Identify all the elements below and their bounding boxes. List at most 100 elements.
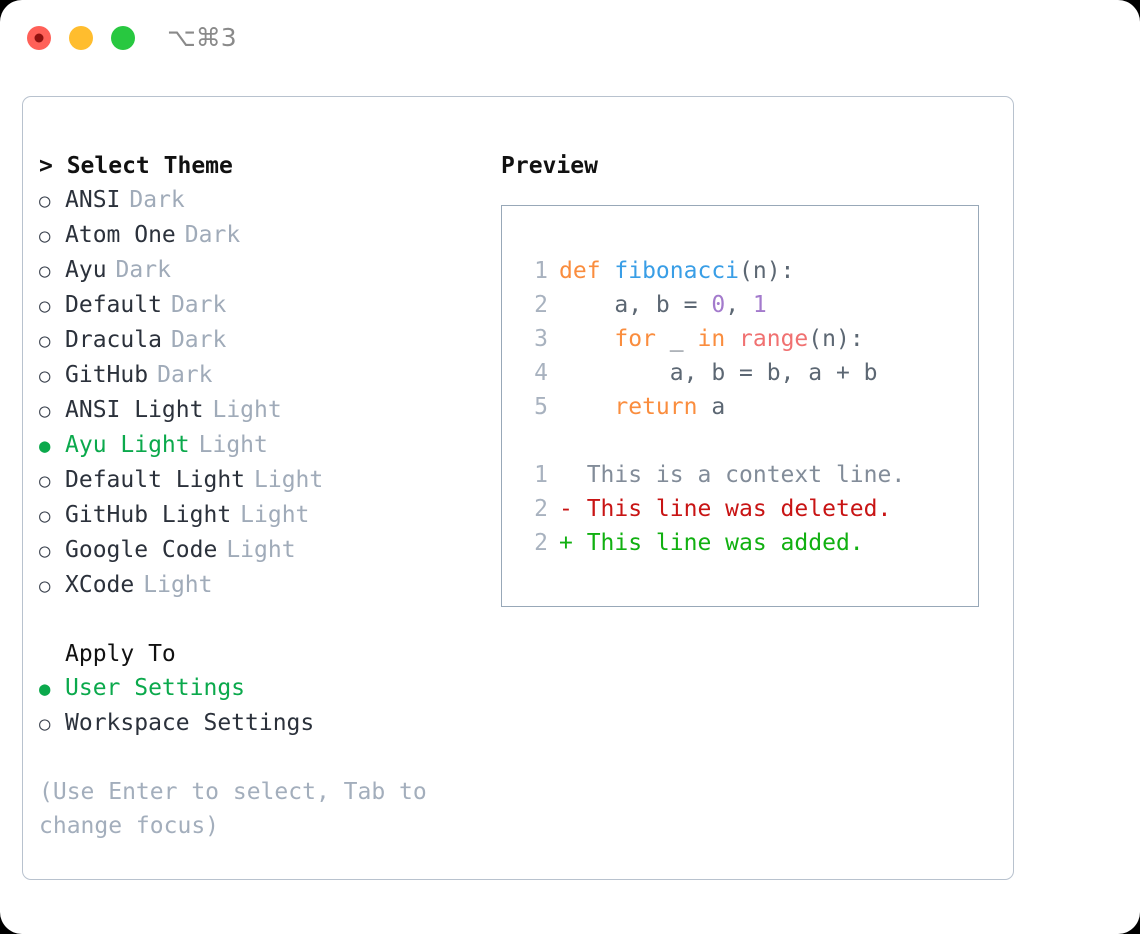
theme-option-label: ANSI Light [65, 397, 204, 423]
diff-line: 1 This is a context line. [520, 458, 978, 492]
theme-option-label: Ayu Light [65, 432, 190, 458]
theme-option-atom-one[interactable]: ○ Atom One Dark [39, 218, 479, 253]
apply-to-header: Apply To [65, 641, 176, 667]
code-token: a, b = b, a + b [559, 360, 878, 386]
code-line-text: def fibonacci(n): [559, 254, 794, 288]
code-diff-separator [520, 424, 978, 458]
diff-sample: 1 This is a context line.2- This line wa… [520, 458, 978, 560]
theme-variant-badge: Light [240, 502, 310, 528]
keyboard-shortcut-label: ⌥⌘3 [167, 23, 237, 52]
code-token: (n): [739, 258, 795, 284]
line-number: 2 [534, 292, 548, 318]
theme-variant-badge: Dark [184, 222, 241, 248]
theme-variant-badge: Light [226, 537, 296, 563]
theme-option-label: Ayu [65, 257, 107, 283]
theme-option-github-light[interactable]: ○ GitHub Light Light [39, 498, 479, 533]
diff-line: 2+ This line was added. [520, 526, 978, 560]
traffic-light-group [27, 26, 135, 50]
apply-to-option-list: ● User Settings ○Workspace Settings [39, 671, 479, 741]
radio-unselected-icon: ○ [39, 575, 51, 597]
radio-unselected-icon: ○ [39, 470, 51, 492]
apply-to-option-user-settings[interactable]: ● User Settings [39, 671, 479, 706]
theme-variant-badge: Light [254, 467, 324, 493]
line-number: 1 [534, 462, 548, 488]
line-number: 2 [534, 496, 548, 522]
code-token: , [725, 292, 753, 318]
close-window-button[interactable] [27, 26, 51, 50]
code-line-text: for _ in range(n): [559, 322, 864, 356]
code-token: a, b = [559, 292, 712, 318]
diff-line-text: + This line was added. [559, 530, 864, 556]
select-theme-header: > Select Theme [39, 153, 233, 179]
radio-unselected-icon: ○ [39, 190, 51, 212]
code-token [725, 326, 739, 352]
theme-option-label: XCode [65, 572, 135, 598]
theme-option-label: Dracula [65, 327, 162, 353]
line-number: 3 [534, 326, 548, 352]
theme-option-label: ANSI [65, 187, 121, 213]
code-token [559, 326, 614, 352]
radio-unselected-icon: ○ [39, 225, 51, 247]
apply-to-option-workspace-settings[interactable]: ○Workspace Settings [39, 706, 479, 741]
diff-line: 2- This line was deleted. [520, 492, 978, 526]
minimize-window-button[interactable] [69, 26, 93, 50]
code-token: 1 [752, 292, 767, 318]
code-token [559, 394, 614, 420]
code-token: return [614, 394, 698, 420]
code-token: a [697, 394, 726, 420]
theme-variant-badge: Dark [170, 327, 227, 353]
code-line: 2 a, b = 0, 1 [520, 288, 978, 322]
theme-option-ansi-light[interactable]: ○ ANSI Light Light [39, 393, 479, 428]
section-spacer [39, 603, 479, 637]
diff-line-text: This is a context line. [559, 462, 906, 488]
code-line: 4 a, b = b, a + b [520, 356, 978, 390]
maximize-window-button[interactable] [111, 26, 135, 50]
code-token: (n): [808, 326, 864, 352]
line-number: 4 [534, 360, 548, 386]
code-line-text: a, b = 0, 1 [559, 288, 767, 322]
theme-variant-badge: Dark [115, 257, 171, 283]
code-line-text: a, b = b, a + b [559, 356, 878, 390]
code-token: _ [655, 326, 698, 352]
code-token: range [739, 326, 809, 352]
radio-unselected-icon: ○ [39, 260, 51, 282]
theme-option-label: Atom One [65, 222, 176, 248]
radio-selected-icon: ● [39, 678, 51, 700]
radio-unselected-icon: ○ [39, 400, 51, 422]
line-number: 1 [534, 258, 548, 284]
title-bar: ⌥⌘3 [0, 0, 1140, 78]
theme-variant-badge: Dark [170, 292, 227, 318]
code-token: 0 [711, 292, 726, 318]
theme-option-ayu[interactable]: ○ Ayu Dark [39, 253, 479, 288]
theme-option-xcode[interactable]: ○ XCode Light [39, 568, 479, 603]
theme-variant-badge: Light [198, 432, 268, 458]
code-token: fibonacci [614, 258, 740, 284]
theme-option-default-light[interactable]: ○ Default Light Light [39, 463, 479, 498]
theme-variant-badge: Light [212, 397, 282, 423]
theme-option-label: GitHub Light [65, 502, 232, 528]
line-number: 5 [534, 394, 548, 420]
radio-unselected-icon: ○ [39, 330, 51, 352]
theme-option-dracula[interactable]: ○ Dracula Dark [39, 323, 479, 358]
theme-option-label: Default Light [65, 467, 246, 493]
code-line: 3 for _ in range(n): [520, 322, 978, 356]
theme-option-label: Default [65, 292, 162, 318]
apply-to-option-label: User Settings [65, 675, 246, 701]
radio-unselected-icon: ○ [39, 505, 51, 527]
theme-variant-badge: Light [143, 572, 213, 598]
theme-option-label: Google Code [65, 537, 218, 563]
theme-option-label: GitHub [65, 362, 149, 388]
code-line: 1 def fibonacci(n): [520, 254, 978, 288]
